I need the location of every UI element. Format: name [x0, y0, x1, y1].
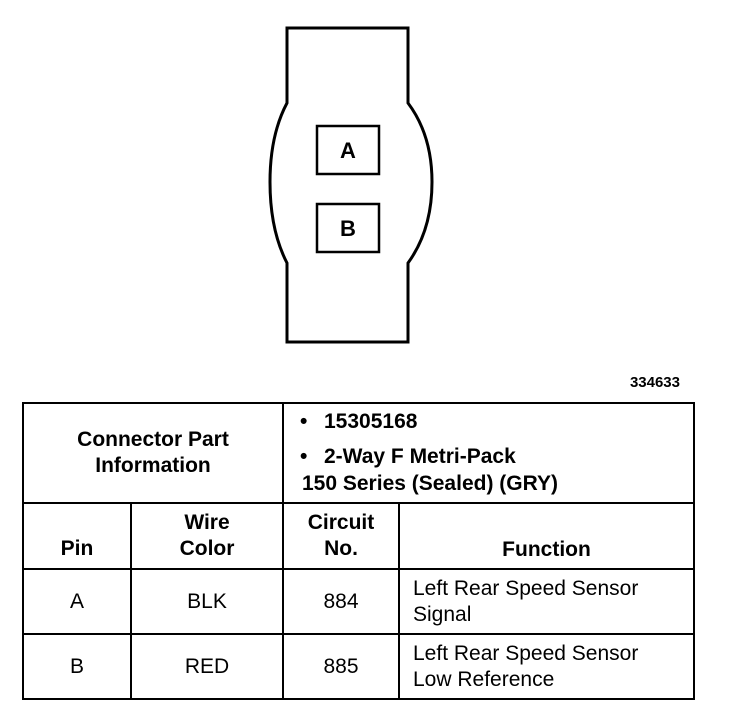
header-row: Pin Wire Color Circuit No. Function [22, 502, 695, 570]
wire-color-cell: RED [130, 633, 284, 700]
table-row: B RED 885 Left Rear Speed Sensor Low Ref… [22, 633, 695, 700]
header-wire-color: Wire Color [130, 502, 284, 570]
header-circuit: Circuit No. [282, 502, 400, 570]
connector-table: Connector Part Information 15305168 2-Wa… [22, 402, 695, 700]
circuit-cell: 884 [282, 568, 400, 635]
function-cell: Left Rear Speed Sensor Low Reference [398, 633, 695, 700]
pin-b-label: B [340, 216, 356, 241]
part-info-list: 15305168 2-Way F Metri-Pack 150 Series (… [282, 402, 695, 504]
pin-a-label: A [340, 138, 356, 163]
table-row: A BLK 884 Left Rear Speed Sensor Signal [22, 568, 695, 635]
connector-diagram: A B [268, 26, 434, 344]
part-info-label: Connector Part Information [22, 402, 284, 504]
pin-a-cavity [315, 124, 381, 176]
header-pin: Pin [22, 502, 132, 570]
figure-id: 334633 [629, 374, 680, 391]
pin-b-cavity [315, 202, 381, 254]
pin-cell: B [22, 633, 132, 700]
connector-body [268, 26, 434, 344]
part-info-label-line1: Connector Part [77, 428, 229, 451]
header-function: Function [398, 502, 695, 570]
part-info-row: Connector Part Information 15305168 2-Wa… [22, 402, 695, 504]
circuit-cell: 885 [282, 633, 400, 700]
pin-cell: A [22, 568, 132, 635]
connector-type-line2: 150 Series (Sealed) (GRY) [302, 472, 558, 495]
connector-type-line1: 2-Way F Metri-Pack [324, 445, 516, 468]
function-cell: Left Rear Speed Sensor Signal [398, 568, 695, 635]
wire-color-cell: BLK [130, 568, 284, 635]
part-number: 15305168 [300, 408, 687, 435]
part-info-label-line2: Information [95, 454, 211, 477]
connector-type: 2-Way F Metri-Pack 150 Series (Sealed) (… [300, 443, 687, 497]
